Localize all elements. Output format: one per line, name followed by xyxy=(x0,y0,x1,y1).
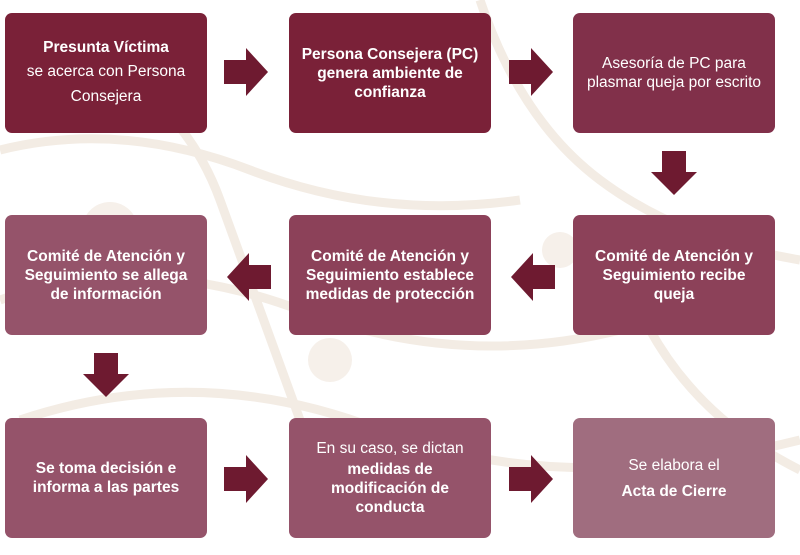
arrow-down-1-shape xyxy=(651,151,697,195)
step-toma-decision: Se toma decisión e informa a las partes xyxy=(5,418,207,538)
step-6-bold: Comité de Atención y Seguimiento se alle… xyxy=(24,247,188,303)
step-asesoria-pc: Asesoría de PC para plasmar queja por es… xyxy=(573,13,775,133)
arrow-right-2-shape xyxy=(509,48,553,96)
arrow-down-1 xyxy=(651,151,697,195)
step-comite-medidas-proteccion: Comité de Atención y Seguimiento estable… xyxy=(289,215,491,335)
arrow-left-2-shape xyxy=(227,253,271,301)
arrow-right-3 xyxy=(224,455,268,503)
arrow-left-2 xyxy=(227,253,271,301)
arrow-right-4-shape xyxy=(509,455,553,503)
step-8-bold: medidas de modificación de conducta xyxy=(331,461,449,516)
arrow-right-2 xyxy=(509,48,553,96)
step-2-bold: Persona Consejera (PC) genera ambiente d… xyxy=(301,45,479,101)
arrow-right-1 xyxy=(224,48,268,96)
arrow-right-4 xyxy=(509,455,553,503)
step-presunta-victima: Presunta Víctima se acerca con Persona C… xyxy=(5,13,207,133)
step-1-text: se acerca con Persona Consejera xyxy=(26,62,186,105)
arrow-down-2-shape xyxy=(83,353,129,397)
arrow-down-2 xyxy=(83,353,129,397)
arrow-left-1-shape xyxy=(511,253,555,301)
step-acta-cierre: Se elabora el Acta de Cierre xyxy=(573,418,775,538)
step-5-bold: Comité de Atención y Seguimiento estable… xyxy=(305,247,475,303)
step-9-bold: Acta de Cierre xyxy=(621,482,727,500)
arrow-left-1 xyxy=(511,253,555,301)
step-comite-recibe-queja: Comité de Atención y Seguimiento recibe … xyxy=(573,215,775,335)
step-9-text: Se elabora el xyxy=(628,456,720,474)
step-4-bold: Comité de Atención y Seguimiento recibe … xyxy=(595,247,753,303)
arrow-right-1-shape xyxy=(224,48,268,96)
step-medidas-modificacion: En su caso, se dictan medidas de modific… xyxy=(289,418,491,538)
step-1-bold: Presunta Víctima xyxy=(43,38,169,56)
step-7-bold: Se toma decisión e informa a las partes xyxy=(32,460,180,496)
step-comite-allega-informacion: Comité de Atención y Seguimiento se alle… xyxy=(5,215,207,335)
step-3-text: Asesoría de PC para plasmar queja por es… xyxy=(586,55,762,91)
arrow-right-3-shape xyxy=(224,455,268,503)
step-8-text: En su caso, se dictan xyxy=(316,440,464,457)
step-persona-consejera: Persona Consejera (PC) genera ambiente d… xyxy=(289,13,491,133)
